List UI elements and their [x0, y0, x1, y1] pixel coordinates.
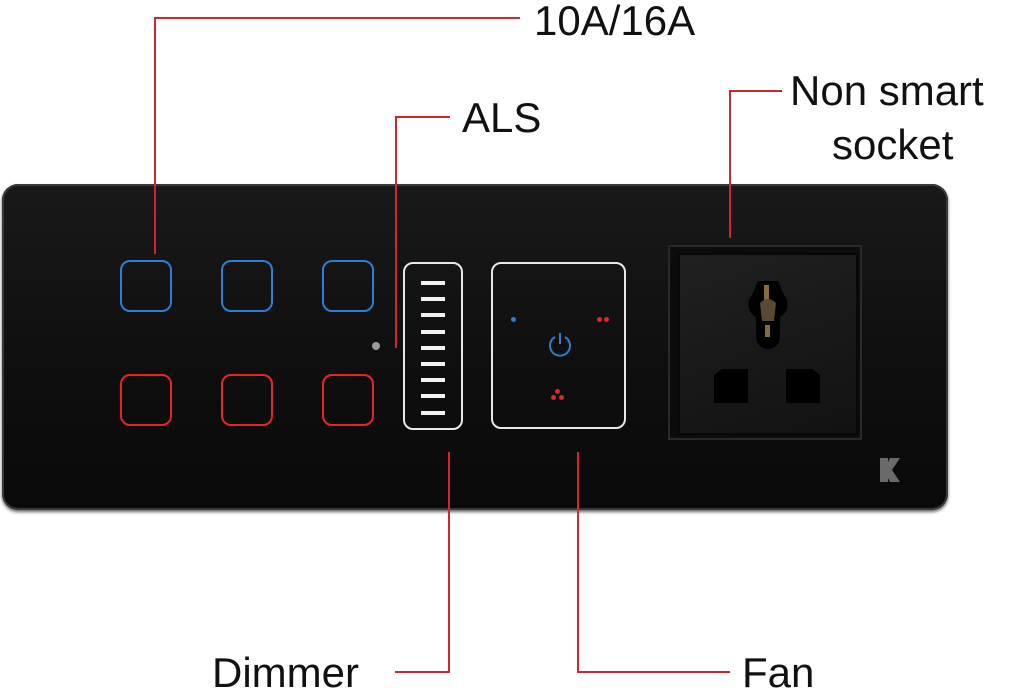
label-als: ALS [462, 94, 542, 141]
switch-button-red-2[interactable] [221, 374, 273, 426]
switch-button-red-3[interactable] [322, 374, 374, 426]
fan-speed-3-indicator-c [559, 395, 564, 400]
fan-speed-1-indicator [511, 317, 516, 322]
dimmer-level-bar[interactable] [421, 281, 445, 285]
label-dimmer: Dimmer [212, 649, 359, 696]
switch-button-red-1[interactable] [120, 374, 172, 426]
leader-dimmer [395, 452, 450, 673]
leader-socket [729, 90, 782, 238]
dimmer-level-bar[interactable] [421, 345, 445, 350]
socket-holes-icon [714, 281, 820, 403]
fan-speed-3-indicator [555, 389, 560, 394]
fan-speed-3-indicator-b [551, 395, 556, 400]
dimmer-level-bar[interactable] [421, 313, 445, 318]
fan-speed-2-indicator [597, 317, 602, 322]
switch-button-blue-1[interactable] [120, 260, 172, 312]
leader-als [395, 116, 450, 348]
fan-control[interactable] [491, 262, 626, 429]
als-sensor-dot [372, 342, 380, 350]
ck-logo [880, 458, 900, 482]
label-fan: Fan [742, 649, 815, 696]
label-socket-line1: Non smart [790, 67, 984, 114]
switch-button-blue-3[interactable] [322, 260, 374, 312]
dimmer-level-bar[interactable] [421, 329, 445, 334]
dimmer-level-bar[interactable] [421, 410, 445, 415]
leader-fan [577, 452, 730, 673]
dimmer-slider[interactable] [403, 262, 463, 430]
label-rating: 10A/16A [534, 0, 696, 44]
non-smart-socket [678, 253, 858, 435]
leader-rating [154, 17, 520, 254]
power-icon[interactable] [546, 331, 574, 359]
dimmer-level-bar[interactable] [421, 394, 445, 399]
dimmer-level-bar[interactable] [421, 378, 445, 383]
dimmer-level-bar[interactable] [421, 297, 445, 302]
fan-speed-2-indicator-b [604, 317, 609, 322]
dimmer-level-bar[interactable] [421, 362, 445, 366]
switch-button-blue-2[interactable] [221, 260, 273, 312]
label-socket-line2: socket [832, 121, 954, 168]
